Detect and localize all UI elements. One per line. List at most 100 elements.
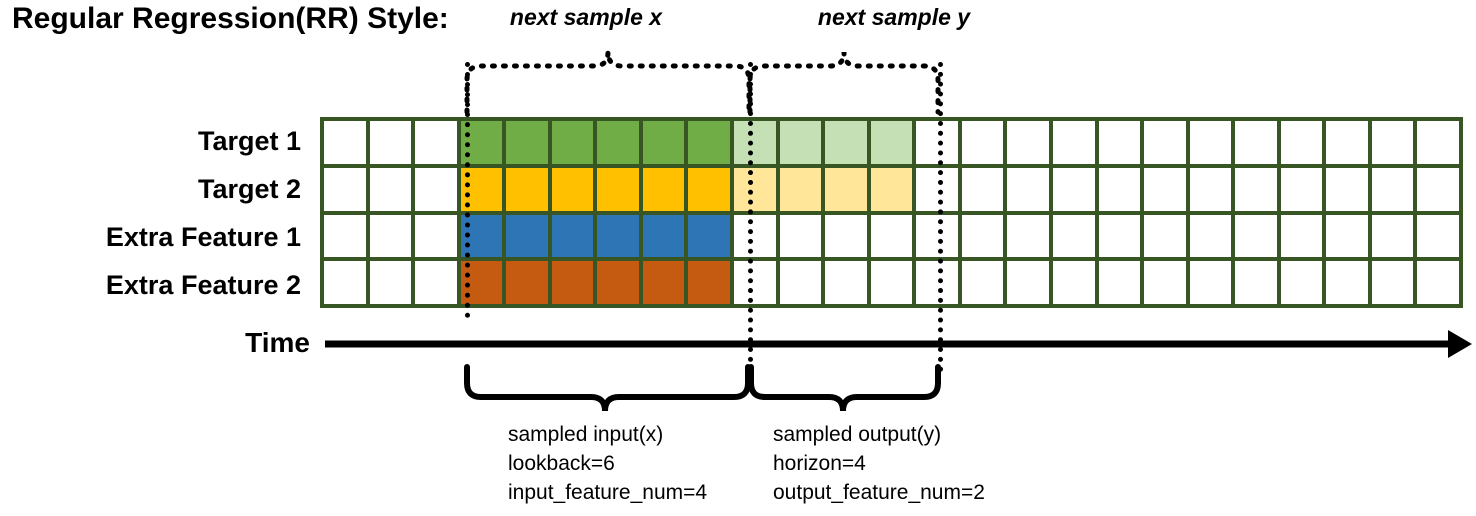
grid-cell xyxy=(1280,167,1323,211)
grid-cell-output xyxy=(779,121,822,164)
grid-cell-input xyxy=(642,214,685,258)
grid-cell-output xyxy=(825,167,867,211)
grid-cell xyxy=(369,121,412,164)
grid-cell xyxy=(369,167,412,211)
grid-cell xyxy=(825,214,867,258)
grid-cell xyxy=(1371,261,1414,304)
grid-cell-input xyxy=(597,121,639,164)
page-title: Regular Regression(RR) Style: xyxy=(12,2,449,35)
grid-cell xyxy=(1326,261,1368,304)
sampled-output-title: sampled output(y) xyxy=(773,423,942,446)
grid-cell-input xyxy=(597,167,639,211)
grid-cell xyxy=(916,121,958,164)
grid-cell xyxy=(779,261,822,304)
grid-cell xyxy=(1189,261,1232,304)
grid-cell xyxy=(1052,261,1095,304)
grid-cell xyxy=(1326,167,1368,211)
grid-cell xyxy=(369,214,412,258)
grid-cell-output xyxy=(870,167,913,211)
grid-cell-input xyxy=(551,214,594,258)
grid-cell xyxy=(1144,214,1186,258)
grid-cell xyxy=(961,121,1004,164)
bottom-brace-sampled-input xyxy=(464,364,751,412)
grid-cell xyxy=(870,214,913,258)
grid-cell xyxy=(1417,167,1459,211)
grid-cell xyxy=(734,261,776,304)
grid-cell xyxy=(961,214,1004,258)
grid-cell xyxy=(415,167,457,211)
grid-cell-input xyxy=(551,121,594,164)
sampled-input-title: sampled input(x) xyxy=(508,423,664,446)
grid-cell-output xyxy=(779,167,822,211)
grid-cell xyxy=(1235,214,1277,258)
grid-cell xyxy=(324,167,366,211)
grid-cell xyxy=(1007,121,1049,164)
grid-cell xyxy=(1417,121,1459,164)
sampled-input-feature-num: input_feature_num=4 xyxy=(508,480,708,504)
sampled-output-horizon: horizon=4 xyxy=(773,451,866,475)
grid-cell-input xyxy=(688,121,731,164)
grid-cell-input xyxy=(597,214,639,258)
grid-cell xyxy=(1007,214,1049,258)
grid-cell-output xyxy=(734,167,776,211)
grid-cell xyxy=(961,167,1004,211)
grid-cell-input xyxy=(642,121,685,164)
grid-cell xyxy=(916,214,958,258)
time-axis xyxy=(325,330,1472,358)
grid-cell-input xyxy=(688,214,731,258)
grid-cell xyxy=(324,261,366,304)
row-label-target-2: Target 2 xyxy=(197,173,301,204)
grid-cell xyxy=(1189,121,1232,164)
grid-cell xyxy=(961,261,1004,304)
timeline-grid xyxy=(320,117,1463,308)
top-brace-next-sample-y xyxy=(747,51,941,115)
sampled-output-note: sampled output(y) horizon=4 output_featu… xyxy=(773,421,985,508)
grid-cell xyxy=(1098,261,1141,304)
grid-cell xyxy=(870,261,913,304)
top-brace-label-next-sample-x: next sample x xyxy=(509,4,663,30)
grid-cell-input xyxy=(506,167,548,211)
top-brace-label-next-sample-y: next sample y xyxy=(817,4,971,30)
grid-cell xyxy=(415,121,457,164)
grid-cell xyxy=(1235,121,1277,164)
grid-cell xyxy=(1417,261,1459,304)
grid-cell xyxy=(916,261,958,304)
grid-cell xyxy=(1098,167,1141,211)
bottom-brace-sampled-output xyxy=(748,364,941,412)
grid-cell xyxy=(1052,121,1095,164)
grid-cell xyxy=(1280,121,1323,164)
time-axis-label: Time xyxy=(245,327,310,358)
grid-cell-input xyxy=(506,121,548,164)
row-label-target-1: Target 1 xyxy=(197,125,301,156)
guide-line-output-end xyxy=(938,62,943,372)
grid-cell-input xyxy=(506,214,548,258)
grid-cell xyxy=(369,261,412,304)
grid-cell xyxy=(1371,167,1414,211)
grid-cell xyxy=(1280,261,1323,304)
grid-cell xyxy=(825,261,867,304)
grid-cell xyxy=(1326,121,1368,164)
grid-cell xyxy=(1235,261,1277,304)
grid-cell xyxy=(734,214,776,258)
grid-cell xyxy=(1098,121,1141,164)
grid-cell xyxy=(1144,121,1186,164)
grid-cell xyxy=(1098,214,1141,258)
sampled-output-feature-num: output_feature_num=2 xyxy=(773,480,985,504)
grid-cell xyxy=(324,214,366,258)
grid-cell xyxy=(1371,214,1414,258)
grid-cell xyxy=(415,261,457,304)
grid-cell xyxy=(1144,167,1186,211)
row-label-extra-feature-1: Extra Feature 1 xyxy=(105,221,301,252)
grid-cell xyxy=(1052,214,1095,258)
grid-cell-input xyxy=(506,261,548,304)
grid-cell-input xyxy=(688,167,731,211)
grid-cell-input xyxy=(551,261,594,304)
grid-cell xyxy=(415,214,457,258)
grid-cell-output xyxy=(825,121,867,164)
grid-cell xyxy=(1235,167,1277,211)
grid-cell-input xyxy=(597,261,639,304)
grid-cell-input xyxy=(642,261,685,304)
top-brace-next-sample-x xyxy=(464,51,752,115)
grid-cell xyxy=(1280,214,1323,258)
